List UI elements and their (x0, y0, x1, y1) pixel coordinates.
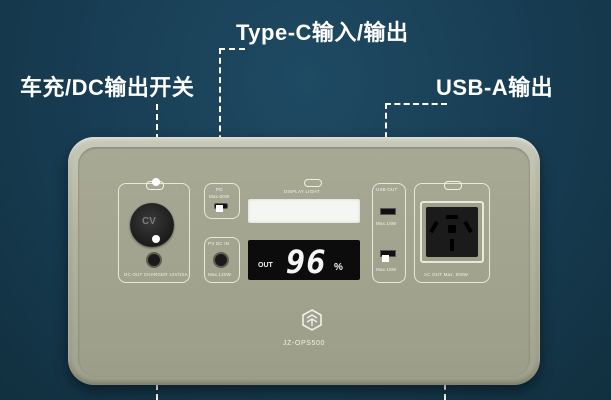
usb-a-port-1[interactable] (380, 208, 396, 215)
leader-dot-usba (382, 255, 389, 262)
callout-typec: Type-C输入/输出 (236, 20, 409, 45)
pv-in-panel (204, 237, 240, 283)
leader-dot-dc-switch (152, 178, 160, 186)
pv-in-label: PV DC IN (208, 241, 230, 246)
dc-barrel-jack[interactable] (146, 252, 162, 268)
ac-switch-indicator[interactable] (444, 181, 462, 190)
outlet-slot-right (463, 220, 473, 234)
display-light-button[interactable] (304, 179, 322, 187)
lcd-display: OUT 96 % (248, 240, 360, 281)
pd-max-label: Max.60W (209, 194, 230, 199)
usb-out-label: USB OUT (376, 187, 398, 192)
usb-max-label-1: Max.18W (376, 221, 397, 226)
pv-max-label: Max.120W (208, 272, 232, 277)
battery-percentage: 96 (286, 243, 327, 281)
usb-out-panel (372, 183, 406, 283)
ac-out-panel (414, 183, 490, 283)
leader-dot-car-socket (152, 235, 160, 243)
ac-outlet-frame (420, 201, 484, 263)
outlet-slot-center (448, 225, 456, 233)
usb-max-label-2: Max.18W (376, 267, 397, 272)
leader-usba-horizontal (385, 103, 447, 105)
power-station-body: CV DC OUT CHARGER 12V/10A PD Max.60W PV … (68, 137, 540, 385)
leader-typec-vertical (219, 48, 221, 180)
display-light-label: DISPLAY LIGHT (284, 189, 320, 194)
leader-typec-horizontal (219, 48, 245, 50)
ac-out-label: AC OUT Max. 500W (424, 272, 469, 277)
dc-out-label: DC OUT CHARGER 12V/10A (124, 272, 188, 277)
front-panel: CV DC OUT CHARGER 12V/10A PD Max.60W PV … (78, 147, 530, 377)
outlet-slot-top (446, 215, 458, 219)
led-light-panel (248, 199, 360, 223)
callout-usba: USB-A输出 (436, 75, 554, 100)
socket-cap-text: CV (142, 216, 156, 227)
callout-car-dc-switch: 车充/DC输出开关 (20, 75, 195, 100)
outlet-slot-left (429, 220, 439, 234)
pd-label: PD (216, 187, 223, 192)
ac-outlet[interactable] (426, 207, 478, 257)
outlet-slot-bottom (450, 239, 454, 251)
percent-sign: % (334, 262, 343, 273)
brand-logo-icon (302, 309, 322, 331)
leader-dot-typec (216, 205, 223, 212)
pd-port-panel (204, 183, 240, 219)
pv-in-jack[interactable] (213, 252, 229, 268)
model-name: JZ-OPS500 (283, 340, 325, 347)
lcd-out-label: OUT (258, 262, 273, 269)
